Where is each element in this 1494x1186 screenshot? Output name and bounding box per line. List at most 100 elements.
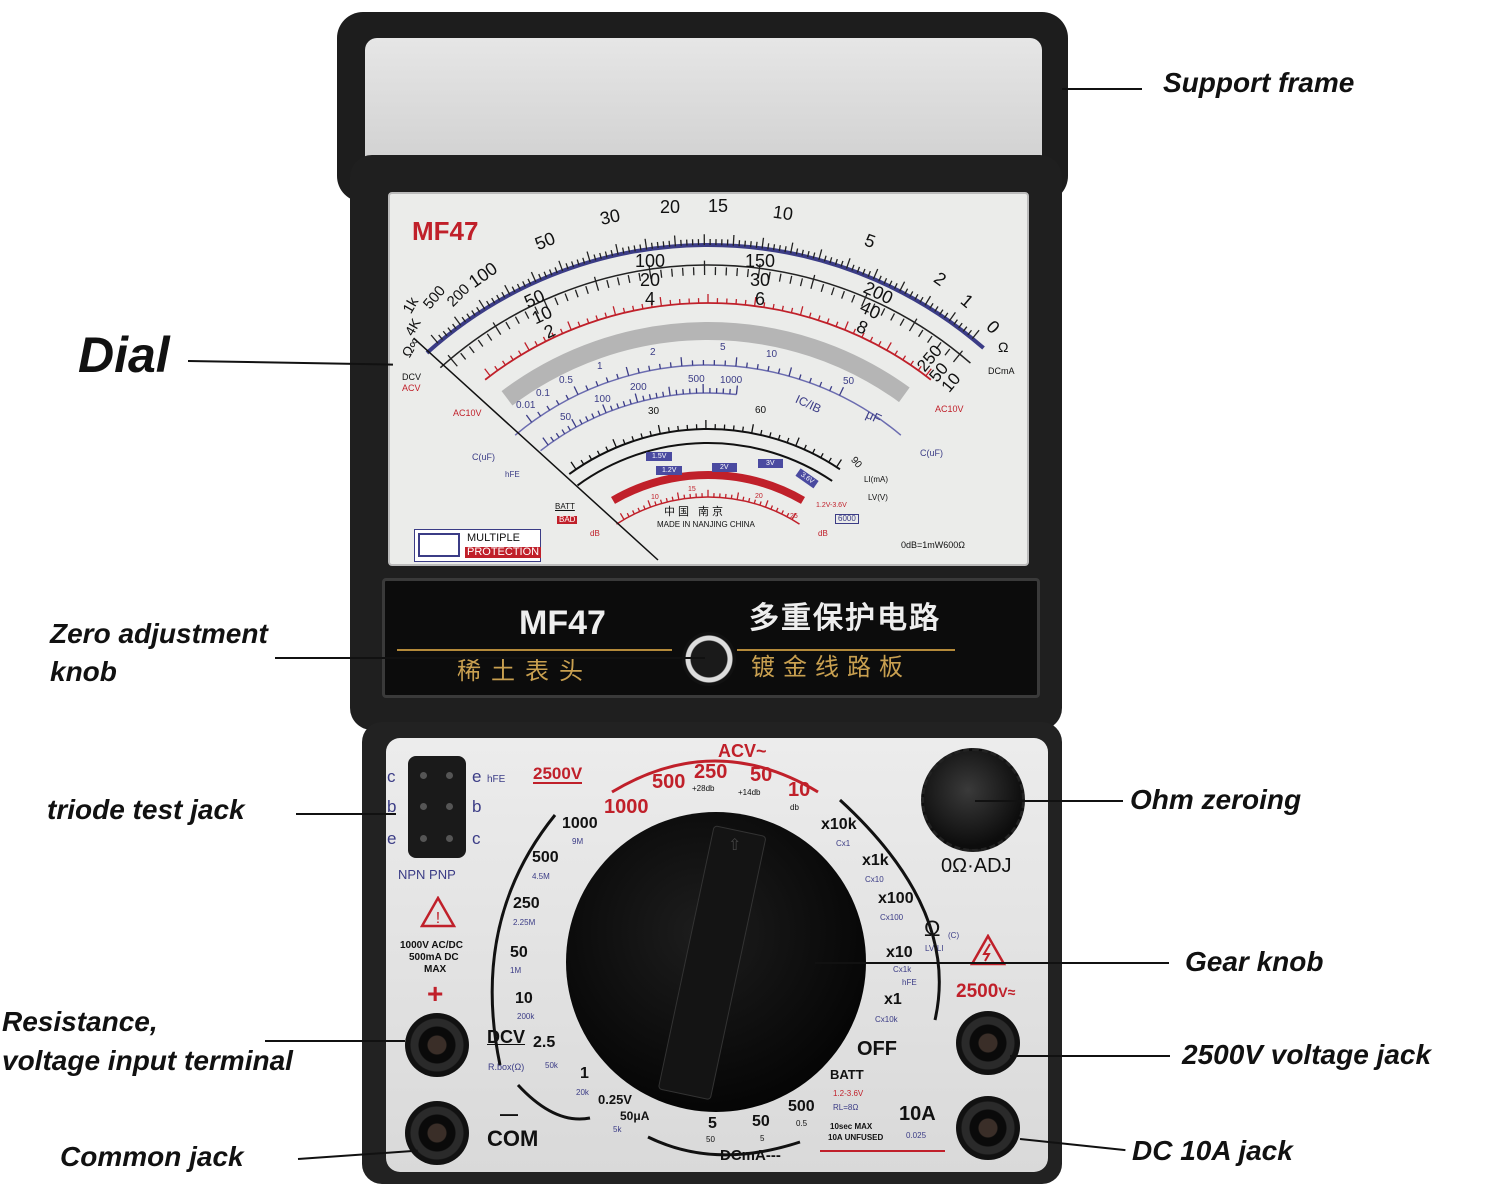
dcv-range[interactable]: 50 <box>510 944 528 961</box>
cap-scale-arc <box>514 364 902 436</box>
db-scale-tick <box>654 501 657 506</box>
ohm-scale-tick <box>668 240 671 247</box>
ohm-scale-tick <box>784 246 787 253</box>
acv-scale-tick <box>925 368 932 377</box>
support-frame-inner <box>365 38 1042 178</box>
2500v-value: 2500 <box>956 981 999 1002</box>
cap-scale-tick <box>648 365 651 371</box>
ohm-range[interactable]: x10k <box>821 816 857 833</box>
dc-scale-tick <box>660 269 663 278</box>
cap-scale-tick <box>637 367 640 374</box>
db-scale-tick <box>736 492 740 500</box>
dc-scale-tick <box>554 297 559 306</box>
li-scale-tick <box>596 450 601 456</box>
lv-scale-arc <box>576 442 833 487</box>
dc-scale-label: 100 <box>635 251 666 271</box>
dcv-range[interactable]: 1 <box>580 1065 589 1082</box>
2500v-range[interactable]: 2500V <box>533 764 583 784</box>
acv-scale-tick <box>790 307 794 313</box>
dcv-range[interactable]: 10 <box>515 990 533 1007</box>
resistance-voltage-input-jack[interactable] <box>405 1013 469 1077</box>
socket-hole <box>446 803 453 810</box>
dcv-range[interactable]: 1000 <box>562 815 598 832</box>
ohm-scale-tick <box>772 244 776 251</box>
ohm-scale-tick <box>767 243 770 250</box>
dc-scale-label: 150 <box>745 251 776 271</box>
batt-position[interactable]: BATT <box>830 1067 864 1082</box>
ohm-range[interactable]: x10 <box>886 944 913 961</box>
dcv-range[interactable]: 2.5 <box>533 1034 556 1051</box>
ohm-scale-tick <box>496 294 501 301</box>
common-jack[interactable] <box>405 1101 469 1165</box>
dcv-range[interactable]: 250 <box>513 895 540 912</box>
dcma-range[interactable]: 500 <box>788 1098 815 1115</box>
ohm-scale-tick <box>543 271 548 278</box>
logo-text-top: MULTIPLE <box>467 532 520 544</box>
ohm-scale-tick <box>627 246 631 253</box>
10a-underline <box>820 1150 945 1152</box>
hfe-scale-tick <box>567 425 571 431</box>
ohm-scale-tick <box>615 244 619 255</box>
dc-scale-tick <box>899 318 905 326</box>
batt-box: 2V <box>712 463 737 472</box>
cap-scale-tick <box>595 381 599 387</box>
ohm-scale-tick <box>904 288 909 295</box>
off-position[interactable]: OFF <box>857 1038 897 1060</box>
dcv-range[interactable]: 50μA <box>620 1109 650 1123</box>
dcma-range[interactable]: 50 <box>752 1113 770 1130</box>
dcma-range[interactable]: 5 <box>708 1115 717 1132</box>
dc-scale-tick <box>944 348 951 356</box>
dcv-range[interactable]: 500 <box>532 849 559 866</box>
ohm-scale-tick <box>829 257 833 264</box>
db-right: dB <box>818 529 828 538</box>
2500v-voltage-jack[interactable] <box>956 1011 1020 1075</box>
10a-position[interactable]: 10A <box>899 1103 936 1125</box>
hfe-scale-tick <box>591 413 595 419</box>
ohm-scale-tick <box>749 241 752 248</box>
li-scale-tick <box>612 438 618 448</box>
lv-label: LV(V) <box>868 493 888 502</box>
li-scale-tick <box>580 459 585 465</box>
db-scale-tick <box>764 500 769 508</box>
ohm-scale-tick <box>593 254 597 261</box>
dcv-range[interactable]: 0.25V <box>598 1092 632 1107</box>
leader-line <box>1010 1055 1170 1057</box>
acv-range[interactable]: 10 <box>788 779 811 801</box>
hfe-scale-label: 50 <box>560 412 572 423</box>
ohm-scale-tick <box>840 260 844 267</box>
dc-10a-jack[interactable] <box>956 1096 1020 1160</box>
dc-scale-tick <box>890 313 896 321</box>
zero-adjustment-knob[interactable] <box>682 632 736 686</box>
acv-range[interactable]: 500 <box>652 771 686 793</box>
dc-scale-tick <box>736 268 739 277</box>
ohm-range[interactable]: x1k <box>862 852 889 869</box>
2500v-unit: V≈ <box>998 984 1016 1000</box>
acv-db: +28db <box>692 784 715 793</box>
acv-range[interactable]: 50 <box>750 764 773 786</box>
acv-range[interactable]: 1000 <box>604 796 649 818</box>
dc-scale-tick <box>927 335 933 344</box>
dcma-resistance: 0.5 <box>796 1119 808 1128</box>
triode-test-jack[interactable] <box>408 756 466 858</box>
li-scale-tick <box>741 426 744 432</box>
hfe-scale-label: 100 <box>594 394 611 405</box>
ohm-c-label: (C) <box>948 931 960 940</box>
ohm-scale-tick <box>778 245 781 252</box>
cap-scale-tick <box>756 364 759 370</box>
hfe-scale-tick <box>542 437 549 446</box>
ohm-range[interactable]: x1 <box>884 991 902 1008</box>
svg-text:!: ! <box>436 910 440 927</box>
ohm-range[interactable]: x100 <box>878 890 914 907</box>
acv-range[interactable]: 250 <box>694 761 728 783</box>
db-scale-tick <box>626 512 630 517</box>
acv-scale-tick <box>763 302 766 308</box>
hfe-label: hFE <box>505 470 520 479</box>
arrow-up-icon: ⇧ <box>728 837 742 854</box>
acv-scale-tick <box>560 328 564 334</box>
dcv-label: DCV <box>487 1027 526 1047</box>
ohm-scale-tick <box>673 235 677 247</box>
dc-scale-tick <box>534 306 539 315</box>
dc-scale-tick <box>492 322 502 335</box>
li-scale-tick <box>588 454 593 460</box>
cap-scale-tick <box>809 377 812 383</box>
